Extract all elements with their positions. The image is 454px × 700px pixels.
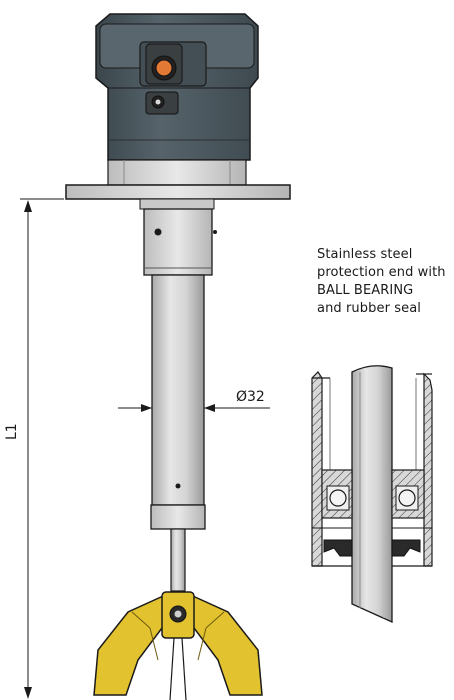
mounting-flange: [65, 184, 291, 200]
paddle: [93, 590, 263, 700]
note-line-1: Stainless steel: [317, 247, 413, 262]
process-connection: [139, 198, 217, 276]
cable-gland: [139, 41, 207, 115]
note-line-4: and rubber seal: [317, 301, 422, 316]
diameter-dimension: [118, 404, 270, 412]
note-line-2: protection end with: [317, 265, 446, 280]
shaft: [170, 528, 186, 592]
note-line-3: BALL BEARING: [317, 283, 414, 298]
bearing-section-detail: [311, 365, 433, 624]
housing: [95, 13, 259, 161]
bottom-collar: [150, 504, 206, 530]
length-label: L1: [4, 423, 20, 440]
housing-neck: [107, 159, 247, 186]
length-dimension: [20, 198, 64, 699]
diameter-label: Ø32: [236, 389, 265, 405]
extension-tube: [151, 274, 205, 506]
